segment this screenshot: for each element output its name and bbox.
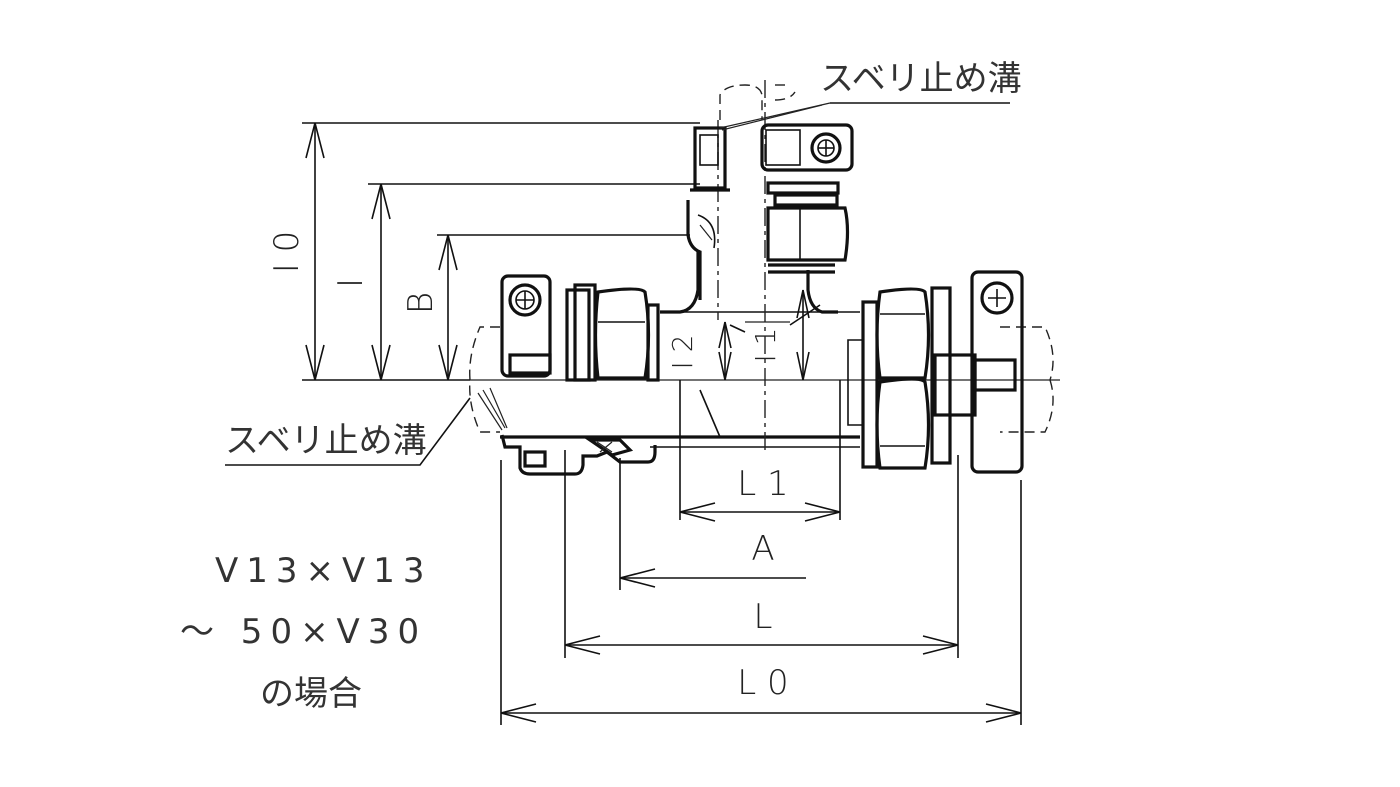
left-coupling xyxy=(225,274,660,476)
note-line-1: V13×V13 xyxy=(215,551,433,591)
note-line-3: の場合 xyxy=(260,674,362,714)
dim-label-B: B xyxy=(401,292,441,314)
tee-body xyxy=(500,80,862,520)
branch-pipe xyxy=(686,84,1010,300)
inner-dimensions xyxy=(718,289,821,381)
vertical-dimensions xyxy=(302,122,700,381)
note-line-2: ～ 50×V30 xyxy=(180,612,427,652)
horizontal-dimensions xyxy=(500,450,1022,725)
right-coupling xyxy=(861,270,1024,474)
dim-label-L: L xyxy=(754,597,773,637)
callout-top-groove: スベリ止め溝 xyxy=(820,59,1022,99)
dim-label-L0: L 0 xyxy=(737,663,788,703)
dim-label-I1: I 1 xyxy=(749,328,782,363)
dim-label-A: A xyxy=(751,529,774,569)
dim-label-I: I xyxy=(331,278,371,288)
callout-left-groove: スベリ止め溝 xyxy=(225,421,427,461)
dim-label-I2: I 2 xyxy=(666,335,699,370)
dim-label-L1: L 1 xyxy=(737,464,788,504)
dim-label-I0: I 0 xyxy=(267,231,307,273)
